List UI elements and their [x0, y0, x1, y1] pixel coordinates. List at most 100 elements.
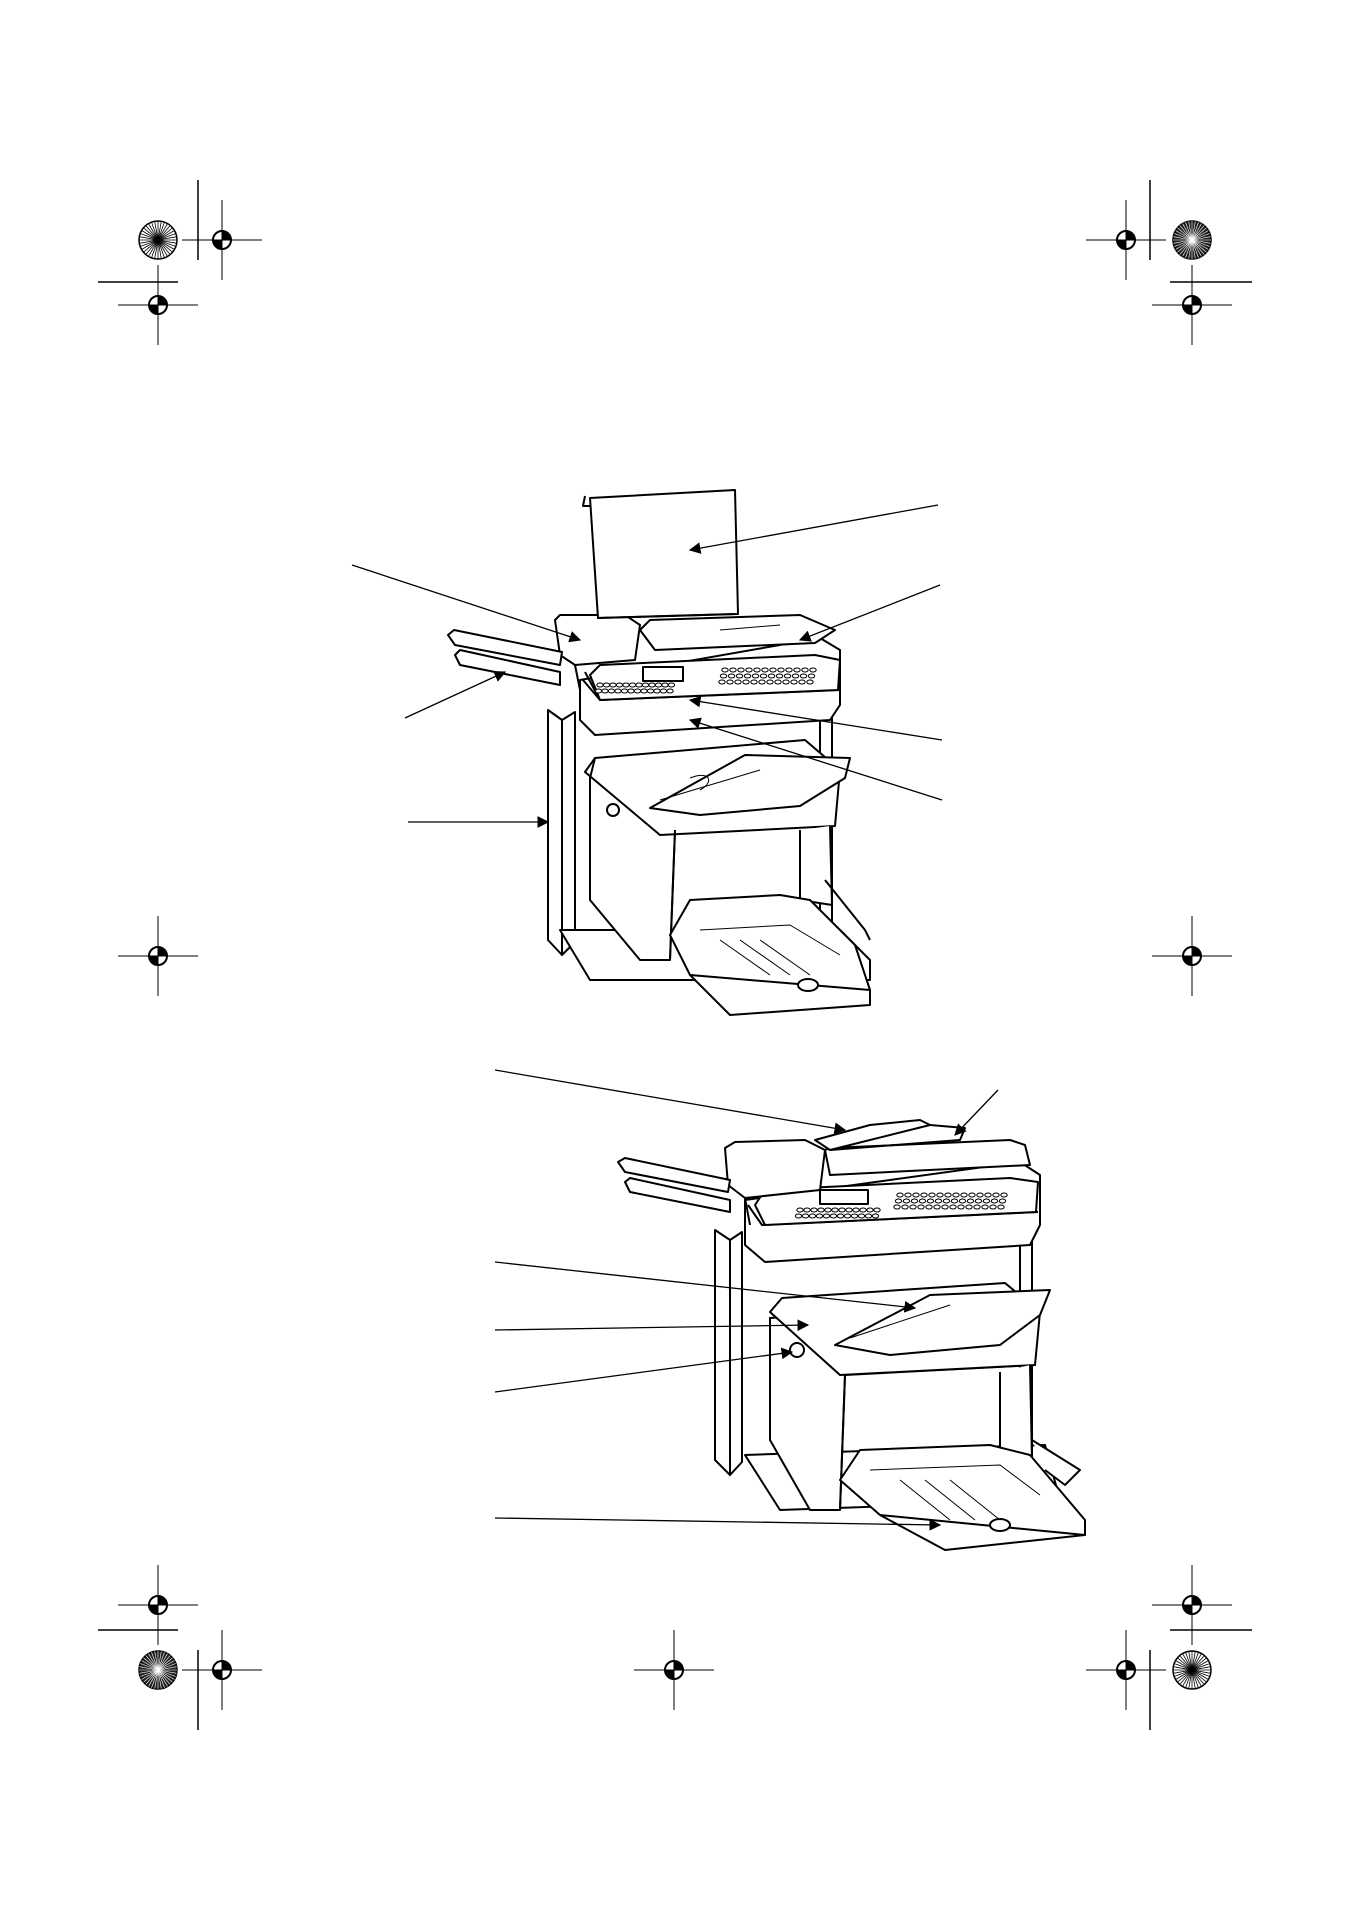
keypad-key	[615, 682, 624, 688]
starburst-ray	[157, 236, 177, 241]
keypad-key	[602, 682, 611, 688]
starburst-ray	[1191, 1669, 1196, 1689]
starburst-ray	[145, 1655, 159, 1671]
starburst-ray	[1173, 239, 1193, 244]
crosshair-mid-right	[1151, 915, 1233, 997]
starburst-ray	[1175, 239, 1193, 250]
starburst-ray	[143, 227, 159, 241]
keypad-key	[607, 688, 616, 694]
keypad-key	[627, 688, 635, 694]
leader-feeder	[351, 564, 582, 643]
keypad-key	[866, 1207, 874, 1213]
crosshair-top-left-b	[117, 264, 199, 346]
starburst-ray	[1191, 1669, 1210, 1677]
starburst-bottom-left	[138, 1650, 178, 1690]
starburst-ray	[1177, 1657, 1193, 1671]
starburst-ray	[1173, 236, 1193, 241]
starburst-ray	[154, 1651, 159, 1671]
keypad-key	[893, 1204, 901, 1210]
starburst-ray	[1191, 227, 1207, 241]
starburst-ray	[157, 239, 175, 250]
keypad-key	[661, 682, 669, 688]
printer-illustration-top	[447, 489, 871, 1016]
starburst-ray	[141, 1669, 159, 1680]
keypad-key	[767, 673, 776, 679]
starburst-ray	[1191, 239, 1205, 255]
starburst-ray	[1191, 1669, 1199, 1688]
keypad-key	[960, 1192, 968, 1198]
starburst-ray	[157, 1655, 171, 1671]
keypad-key	[769, 667, 777, 673]
starburst-ray	[141, 230, 159, 241]
starburst-ray	[1191, 239, 1199, 258]
starburst-ray	[1191, 239, 1211, 244]
starburst-ray	[157, 1669, 168, 1687]
keypad-key	[783, 673, 792, 679]
starburst-ray	[1185, 222, 1193, 241]
starburst-ray	[1188, 1669, 1193, 1689]
keypad-key	[998, 1198, 1007, 1204]
keypad-key	[601, 688, 609, 694]
keypad-key	[654, 682, 663, 688]
starburst-ray	[151, 1669, 159, 1688]
starburst-ray	[1175, 1669, 1193, 1680]
starburst-ray	[1191, 1652, 1199, 1671]
paper-tray-top	[669, 879, 871, 1016]
keypad-key	[918, 1198, 927, 1204]
starburst-ray	[157, 1669, 171, 1685]
starburst-bottom-right	[1172, 1650, 1212, 1690]
keypad-key	[640, 688, 648, 694]
keypad-key	[894, 1198, 903, 1204]
starburst-ray	[140, 1663, 159, 1671]
keypad-key	[798, 679, 806, 685]
starburst-ray	[1179, 1655, 1193, 1671]
keypad-key	[824, 1207, 832, 1213]
starburst-ray	[151, 239, 159, 258]
starburst-ray	[157, 1669, 173, 1683]
crosshair-bottom-right-a	[1151, 1564, 1233, 1646]
keypad-key	[950, 1198, 959, 1204]
starburst-ray	[157, 1669, 175, 1680]
starburst-ray	[1191, 1651, 1196, 1671]
starburst-top-right	[1172, 220, 1212, 260]
keypad-key	[791, 673, 800, 679]
keypad-key	[609, 682, 617, 688]
keypad-key	[761, 667, 769, 673]
keypad-key	[904, 1192, 912, 1198]
keypad-key	[810, 1207, 818, 1213]
keypad-key	[743, 673, 752, 679]
leader-lid	[688, 504, 939, 554]
starburst-ray	[154, 1669, 159, 1689]
keypad-key	[933, 1204, 941, 1210]
crosshair-bottom-center	[633, 1629, 715, 1711]
keypad-key	[775, 673, 784, 679]
keypad-key	[799, 673, 808, 679]
starburst-ray	[157, 233, 176, 241]
starburst-ray	[157, 222, 165, 241]
starburst-ray	[157, 223, 168, 241]
starburst-ray	[1179, 1669, 1193, 1685]
keypad-key	[742, 679, 750, 685]
keypad-key	[803, 1207, 811, 1213]
starburst-ray	[1175, 230, 1193, 241]
keypad-key	[968, 1192, 976, 1198]
starburst-ray	[157, 1653, 168, 1671]
keypad-key	[648, 682, 656, 688]
keypad-key	[836, 1213, 845, 1219]
starburst-ray	[1174, 239, 1193, 247]
control-panel-keys-top	[594, 667, 817, 694]
keypad-key	[928, 1192, 936, 1198]
keypad-key	[989, 1204, 997, 1210]
starburst-ray	[1191, 1669, 1202, 1687]
printer-body-top	[584, 739, 851, 961]
keypad-key	[718, 679, 726, 685]
starburst-ray	[139, 239, 159, 244]
keypad-key	[653, 688, 661, 694]
keypad-key	[912, 1192, 920, 1198]
keypad-key	[622, 682, 630, 688]
starburst-ray	[1191, 236, 1211, 241]
keypad-key	[794, 1213, 803, 1219]
starburst-ray	[1182, 223, 1193, 241]
keypad-key	[852, 1207, 860, 1213]
